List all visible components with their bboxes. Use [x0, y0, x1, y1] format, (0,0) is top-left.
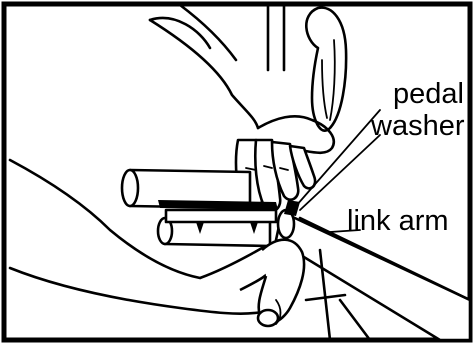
tool-handle — [306, 8, 346, 131]
washer — [284, 200, 300, 216]
label-link-arm: link arm — [347, 205, 449, 237]
label-washer: washer — [370, 110, 465, 142]
label-pedal: pedal — [393, 78, 464, 110]
background-post — [268, 5, 284, 70]
